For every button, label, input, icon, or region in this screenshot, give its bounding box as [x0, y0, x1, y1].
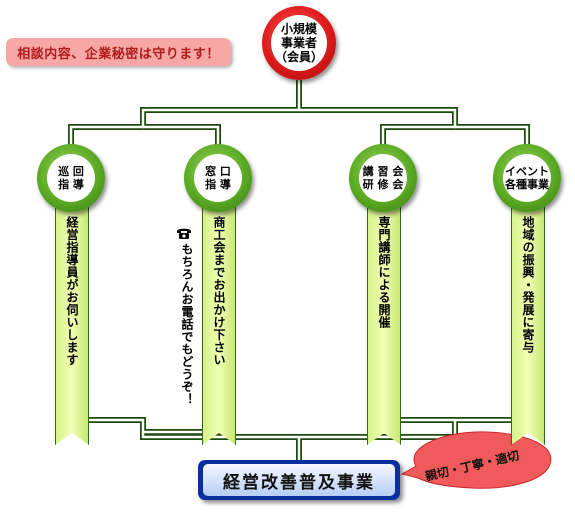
node-title-line1: 窓 口	[205, 165, 231, 178]
node-ribbon: 専門講師による開催	[367, 202, 401, 445]
node-title-line1: 講 習 会	[362, 165, 404, 178]
node-title-line2: 各種事業	[505, 178, 549, 191]
node-ribbon: 地域の振興・発展に寄与	[511, 202, 545, 445]
node-title-line2: 研 修 会	[362, 178, 404, 191]
node-ribbon: 商工会までお出かけ下さい	[202, 202, 236, 445]
node-ribbon-text: 専門講師による開催	[377, 216, 391, 329]
telephone-icon	[177, 228, 191, 239]
member-label-line2: 事業者	[280, 36, 317, 50]
node-title-line1: 巡 回	[58, 165, 84, 178]
node-ribbon-text: 商工会までお出かけ下さい	[212, 216, 226, 366]
node-circle: 講 習 会 研 修 会	[349, 144, 417, 212]
speech-bubble	[400, 431, 552, 489]
node-title-line2: 指 導	[58, 178, 84, 191]
member-label-line3: （会員）	[274, 50, 323, 64]
confidentiality-note: 相談内容、企業秘密は守ります！	[6, 38, 231, 66]
node-title-line2: 指 導	[205, 178, 231, 191]
node-title-line1: イベント	[505, 165, 549, 178]
final-label: 経営改善普及事業	[203, 464, 395, 496]
node-circle: イベント 各種事業	[493, 144, 561, 212]
node-ribbon-text: 経営指導員がお伺いします	[65, 216, 79, 366]
management-improvement-program: 経営改善普及事業	[198, 460, 400, 500]
node-circle: 巡 回 指 導	[37, 144, 105, 212]
phone-note: もちろんお電話でもどうぞ！	[180, 243, 194, 406]
member-node: 小規模 事業者 （会員）	[262, 6, 336, 80]
member-label-line1: 小規模	[280, 22, 317, 36]
node-ribbon-text: 地域の振興・発展に寄与	[521, 216, 535, 354]
node-circle: 窓 口 指 導	[184, 144, 252, 212]
node-ribbon: 経営指導員がお伺いします	[55, 202, 89, 445]
